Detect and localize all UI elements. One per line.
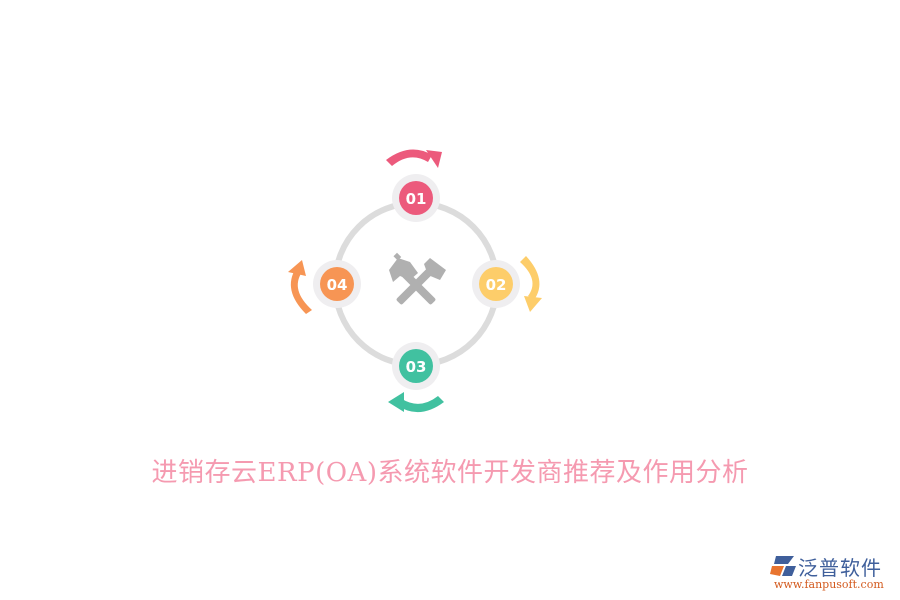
arrow-02-icon (520, 256, 542, 312)
page-title: 进销存云ERP(OA)系统软件开发商推荐及作用分析 (151, 458, 749, 488)
arrow-01-icon (386, 149, 442, 168)
node-04-label: 04 (327, 276, 348, 294)
node-02-label: 02 (486, 276, 507, 294)
brand-url: www.fanpusoft.com (774, 578, 884, 591)
arrow-03-icon (388, 392, 444, 413)
node-03-label: 03 (406, 358, 427, 376)
crossed-hammers-icon (389, 252, 446, 305)
arrow-04-icon (288, 260, 312, 314)
node-03: 03 (392, 342, 440, 390)
brand-logo: 泛普软件 www.fanpusoft.com (768, 552, 898, 596)
node-04: 04 (313, 260, 361, 308)
node-01-label: 01 (406, 190, 427, 208)
node-01: 01 (392, 174, 440, 222)
fanpu-logo-icon (770, 556, 796, 576)
node-02: 02 (472, 260, 520, 308)
brand-name: 泛普软件 (798, 556, 882, 580)
